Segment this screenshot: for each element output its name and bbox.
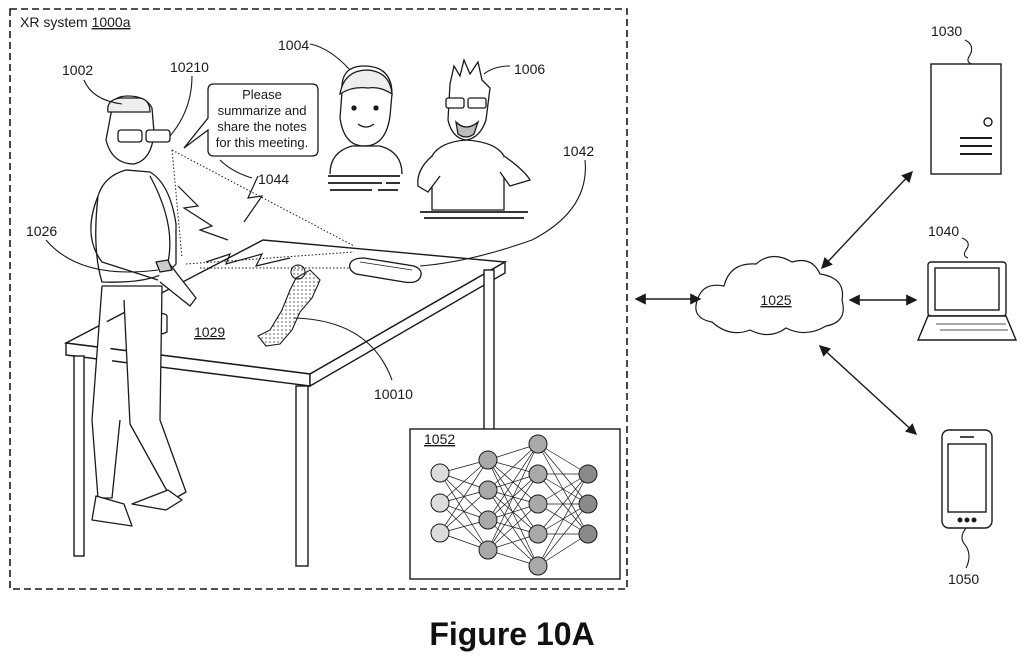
svg-text:XR system 1000a: XR system 1000a <box>20 14 131 30</box>
nn-node-layer-4 <box>579 465 597 483</box>
callout-10010: 10010 <box>374 386 413 402</box>
callout-1029: 1029 <box>194 324 225 340</box>
nn-node-layer-1 <box>431 524 449 542</box>
nn-node-layer-2 <box>479 481 497 499</box>
neural-network-box: 1052 <box>410 429 620 579</box>
nn-node-layer-4 <box>579 525 597 543</box>
callout-1006: 1006 <box>514 61 545 77</box>
callout-1044: 1044 <box>258 171 289 187</box>
nn-node-layer-2 <box>479 511 497 529</box>
neural-network-ref: 1052 <box>424 431 455 447</box>
nn-node-layer-2 <box>479 451 497 469</box>
xr-system-ref: 1000a <box>92 14 131 30</box>
speech-line-2: summarize and <box>218 103 307 118</box>
callout-1040: 1040 <box>928 223 959 239</box>
xr-system-label: XR system 1000a <box>20 14 131 30</box>
nn-node-layer-1 <box>431 494 449 512</box>
nn-node-layer-3 <box>529 435 547 453</box>
speech-line-3: share the notes <box>217 119 307 134</box>
server-icon <box>931 64 1001 174</box>
callout-1050: 1050 <box>948 571 979 587</box>
callout-1002: 1002 <box>62 62 93 78</box>
figure-caption: Figure 10A <box>429 616 594 652</box>
network-ref: 1025 <box>760 292 791 308</box>
nn-node-layer-3 <box>529 525 547 543</box>
nn-node-layer-2 <box>479 541 497 559</box>
callout-1030: 1030 <box>931 23 962 39</box>
speech-line-1: Please <box>242 87 282 102</box>
callout-1042: 1042 <box>563 143 594 159</box>
laptop-icon <box>918 262 1016 340</box>
nn-node-layer-3 <box>529 465 547 483</box>
callout-1004: 1004 <box>278 37 309 53</box>
nn-node-layer-4 <box>579 495 597 513</box>
remote-person-b <box>418 60 530 218</box>
xr-system-text: XR system <box>20 14 88 30</box>
callout-1026: 1026 <box>26 223 57 239</box>
remote-person-a <box>328 66 402 190</box>
cloud-icon: 1025 <box>696 256 843 334</box>
callout-10210: 10210 <box>170 59 209 75</box>
smartphone-icon <box>942 430 992 528</box>
speech-line-4: for this meeting. <box>216 135 309 150</box>
speech-bubble: Please summarize and share the notes for… <box>184 84 318 156</box>
nn-node-layer-1 <box>431 464 449 482</box>
nn-node-layer-3 <box>529 557 547 575</box>
nn-node-layer-3 <box>529 495 547 513</box>
